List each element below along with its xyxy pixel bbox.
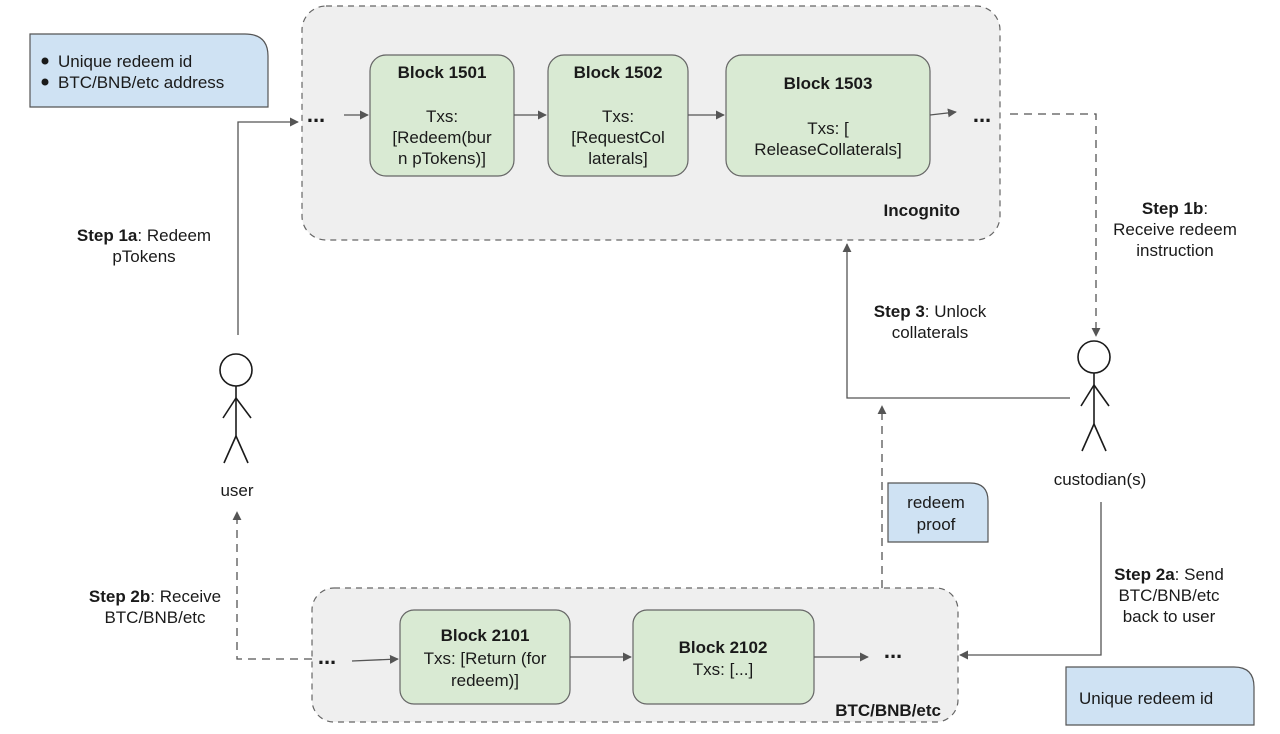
block-title: Block 1502	[574, 63, 663, 82]
block-title: Block 1501	[398, 63, 487, 82]
block-txs: Txs: [Return (for	[424, 649, 547, 668]
svg-text:Step 1b:: Step 1b:	[1142, 199, 1208, 218]
block-txs: redeem)]	[451, 671, 519, 690]
step-3-name: Step 3	[874, 302, 925, 321]
arrow-step-3	[842, 243, 1070, 399]
step-1a-line2: pTokens	[112, 247, 175, 266]
ellipsis-incognito-start: ...	[307, 102, 325, 127]
step-2a-text: : Send	[1175, 565, 1224, 584]
block-1502: Block 1502 Txs: [RequestCol laterals]	[547, 54, 689, 177]
step-1a-label: Step 1a: Redeem pTokens	[77, 226, 211, 266]
svg-text:Step 2b: Receive: Step 2b: Receive	[89, 587, 221, 606]
block-txs: Txs: [...]	[693, 660, 753, 679]
custodian-label: custodian(s)	[1054, 470, 1147, 489]
arrow-step-2b	[232, 511, 312, 660]
svg-text:Step 3: Unlock: Step 3: Unlock	[874, 302, 987, 321]
step-3-line2: collaterals	[892, 323, 969, 342]
step-3-label: Step 3: Unlock collaterals	[874, 302, 987, 342]
step-2b-label: Step 2b: Receive BTC/BNB/etc	[89, 587, 221, 627]
arrow-step-1b	[1010, 113, 1101, 337]
note-item-address: BTC/BNB/etc address	[58, 73, 224, 92]
ellipsis-external-end: ...	[884, 638, 902, 663]
bullet-icon	[41, 57, 49, 65]
user-head-icon	[219, 353, 253, 387]
note-bottom-right: Unique redeem id	[1065, 666, 1255, 726]
ellipsis-external-start: ...	[318, 644, 336, 669]
block-1503: Block 1503 Txs: [ ReleaseCollaterals]	[725, 54, 931, 177]
external-chain-label: BTC/BNB/etc	[835, 701, 941, 720]
redeem-proof-line2: proof	[917, 515, 956, 534]
block-2101: Block 2101 Txs: [Return (for redeem)]	[399, 609, 571, 705]
block-title: Block 1503	[784, 74, 873, 93]
step-2a-label: Step 2a: Send BTC/BNB/etc back to user	[1114, 565, 1224, 626]
arrow-to-block-2101	[351, 654, 399, 664]
block-txs: Txs: [	[807, 119, 849, 138]
arrow-step-1a	[237, 117, 299, 335]
step-1b-text: :	[1203, 199, 1208, 218]
step-1b-line2: Receive redeem	[1113, 220, 1237, 239]
ellipsis-incognito-end: ...	[973, 102, 991, 127]
block-txs: Txs:	[426, 107, 458, 126]
arrow-step-2a	[959, 502, 1102, 660]
step-3-text: : Unlock	[925, 302, 987, 321]
step-2a-name: Step 2a	[1114, 565, 1175, 584]
step-2a-line2: BTC/BNB/etc	[1118, 586, 1220, 605]
bullet-icon	[41, 78, 49, 86]
note-top-left: Unique redeem id BTC/BNB/etc address	[29, 33, 269, 108]
block-1501: Block 1501 Txs: [Redeem(bur n pTokens)]	[369, 54, 515, 177]
redeem-proof-line1: redeem	[907, 493, 965, 512]
block-title: Block 2102	[679, 638, 768, 657]
block-txs: [Redeem(bur	[392, 128, 492, 147]
user-actor	[219, 353, 253, 464]
step-2b-name: Step 2b	[89, 587, 150, 606]
block-txs: Txs:	[602, 107, 634, 126]
step-1b-label: Step 1b: Receive redeem instruction	[1113, 199, 1237, 260]
user-label: user	[220, 481, 253, 500]
incognito-label: Incognito	[884, 201, 960, 220]
svg-text:Step 1a: Redeem: Step 1a: Redeem	[77, 226, 211, 245]
step-1b-name: Step 1b	[1142, 199, 1203, 218]
step-1a-text: : Redeem	[137, 226, 211, 245]
custodian-head-icon	[1077, 340, 1111, 374]
block-2102: Block 2102 Txs: [...]	[632, 609, 815, 705]
svg-text:Step 2a: Send: Step 2a: Send	[1114, 565, 1224, 584]
block-txs: laterals]	[588, 149, 648, 168]
block-txs: n pTokens)]	[398, 149, 486, 168]
arrow-from-block-1503	[929, 108, 957, 118]
step-1a-name: Step 1a	[77, 226, 138, 245]
block-txs: [RequestCol	[571, 128, 665, 147]
custodian-actor	[1077, 340, 1111, 452]
step-1b-line3: instruction	[1136, 241, 1213, 260]
step-2a-line3: back to user	[1123, 607, 1216, 626]
block-title: Block 2101	[441, 626, 530, 645]
note-redeem-id: Unique redeem id	[1079, 689, 1213, 708]
step-2b-line2: BTC/BNB/etc	[104, 608, 206, 627]
block-txs: ReleaseCollaterals]	[754, 140, 901, 159]
step-2b-text: : Receive	[150, 587, 221, 606]
note-item-redeem-id: Unique redeem id	[58, 52, 192, 71]
note-redeem-proof: redeem proof	[887, 482, 989, 543]
